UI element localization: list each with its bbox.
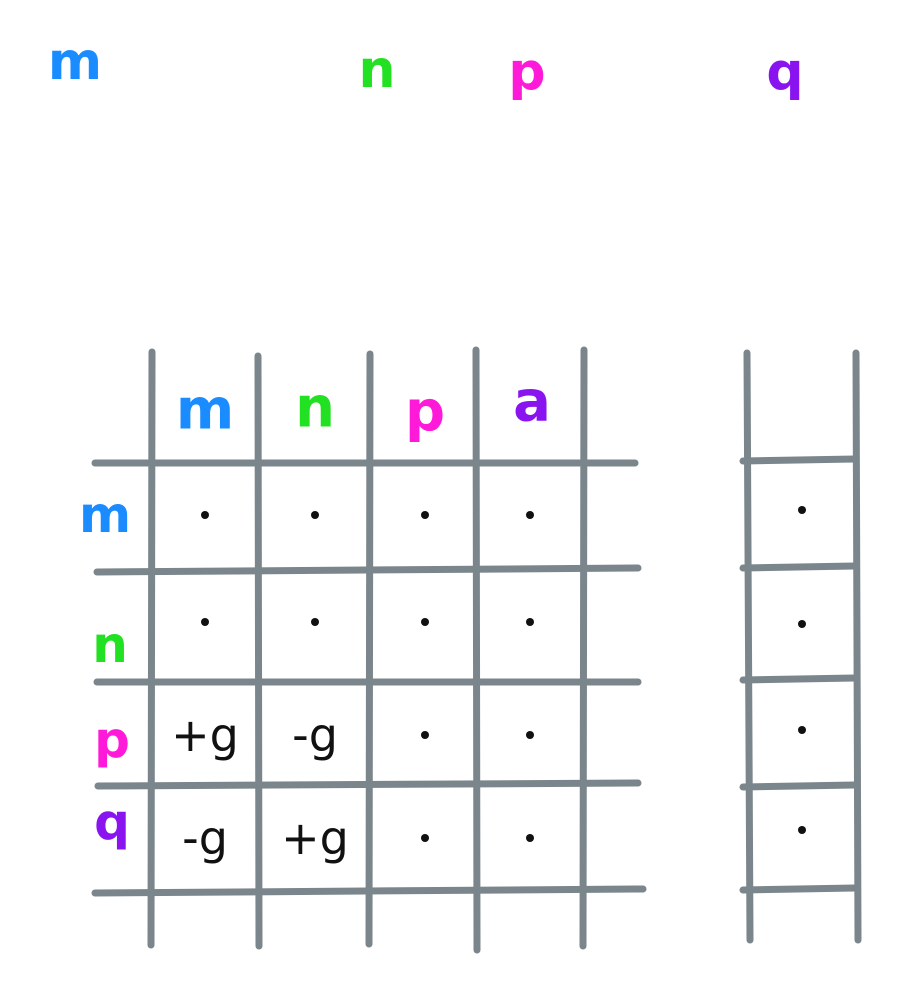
matrix-row-headers: m npq bbox=[79, 486, 131, 851]
matrix-cell bbox=[526, 511, 534, 519]
matrix-row-header: m bbox=[79, 486, 131, 544]
matrix-cell bbox=[526, 731, 534, 739]
matrix-hline-3 bbox=[94, 779, 642, 790]
matrix-cell bbox=[421, 834, 429, 842]
vector-hline-3 bbox=[739, 781, 859, 791]
matrix-cell bbox=[201, 511, 209, 519]
top-label-p: p bbox=[508, 42, 545, 102]
matrix-cell: +g bbox=[281, 811, 349, 865]
vector-vline-left bbox=[743, 349, 754, 944]
vector-hline-4 bbox=[739, 884, 859, 894]
vector-hline-2 bbox=[739, 674, 859, 684]
matrix-cell bbox=[421, 731, 429, 739]
top-label-n: n bbox=[358, 40, 395, 100]
vector-cell bbox=[798, 726, 806, 734]
matrix-cells: +g -g -g +g bbox=[171, 511, 534, 865]
vector-cells bbox=[798, 506, 806, 834]
vector-hline-1 bbox=[739, 562, 859, 572]
matrix-cell bbox=[421, 511, 429, 519]
matrix-cell bbox=[526, 834, 534, 842]
matrix-row-header: p bbox=[94, 711, 130, 769]
vector-grid bbox=[739, 349, 862, 944]
vector-vline-right bbox=[852, 349, 862, 944]
matrix-vline-3 bbox=[472, 346, 481, 954]
matrix-column-header: n bbox=[295, 376, 335, 441]
matrix-cell bbox=[201, 618, 209, 626]
matrix-vline-4 bbox=[579, 346, 588, 950]
matrix-grid bbox=[91, 346, 647, 954]
vector-cell bbox=[798, 620, 806, 628]
matrix-vline-0 bbox=[147, 348, 156, 949]
matrix-cell: +g bbox=[171, 708, 239, 762]
top-label-q: q bbox=[766, 42, 803, 102]
matrix-row-header: q bbox=[94, 793, 130, 851]
matrix-column-header: p bbox=[405, 380, 445, 445]
matrix-cell bbox=[526, 618, 534, 626]
vector-cell bbox=[798, 506, 806, 514]
vector-cell bbox=[798, 826, 806, 834]
top-label-m: m bbox=[48, 32, 102, 92]
matrix-row-header: n bbox=[92, 616, 128, 674]
matrix-vline-1 bbox=[254, 352, 263, 950]
matrix-hline-4 bbox=[91, 885, 647, 897]
vector-hline-0 bbox=[739, 455, 859, 465]
matrix-vline-2 bbox=[365, 350, 374, 948]
matrix-cell bbox=[421, 618, 429, 626]
matrix-cell bbox=[311, 618, 319, 626]
matrix-hline-1 bbox=[93, 564, 642, 576]
matrix-column-header: m bbox=[176, 378, 234, 443]
matrix-cell bbox=[311, 511, 319, 519]
matrix-cell: -g bbox=[182, 811, 228, 865]
matrix-cell: -g bbox=[292, 708, 338, 762]
matrix-column-header: a bbox=[513, 370, 551, 435]
